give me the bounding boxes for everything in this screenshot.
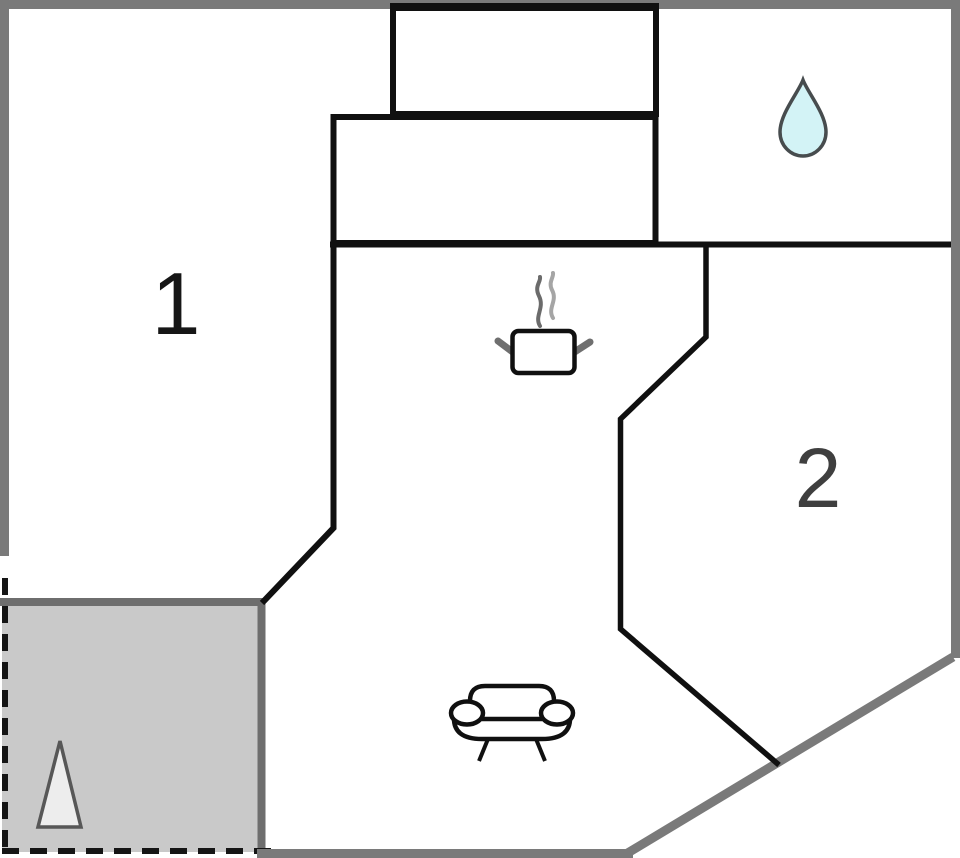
kitchen-annex-room xyxy=(330,114,659,246)
room-1-label: 1 xyxy=(152,254,201,353)
outer-wall-diagonal xyxy=(623,653,956,858)
sofa-seat-base xyxy=(451,716,573,742)
cooking-pot-icon xyxy=(494,271,594,376)
steam-line-right xyxy=(548,271,556,320)
room2-partition-wall xyxy=(617,241,781,768)
top-annex-room xyxy=(390,5,659,117)
sofa-left-armrest xyxy=(448,699,486,727)
sofa-icon xyxy=(448,683,576,762)
room1-right-wall xyxy=(259,114,337,606)
interior-walls xyxy=(259,3,951,768)
steam-line-left xyxy=(535,275,543,328)
sofa-right-leg xyxy=(534,738,547,762)
room-2-label: 2 xyxy=(795,431,842,525)
pot-body xyxy=(510,328,577,376)
sofa-left-leg xyxy=(477,738,490,762)
sofa-back xyxy=(467,683,557,721)
sofa-right-armrest xyxy=(538,699,576,727)
water-drop-icon xyxy=(778,75,828,158)
steam-lines-icon xyxy=(535,271,556,328)
terrace-triangle-icon xyxy=(35,740,84,829)
terrace-area xyxy=(0,578,281,856)
